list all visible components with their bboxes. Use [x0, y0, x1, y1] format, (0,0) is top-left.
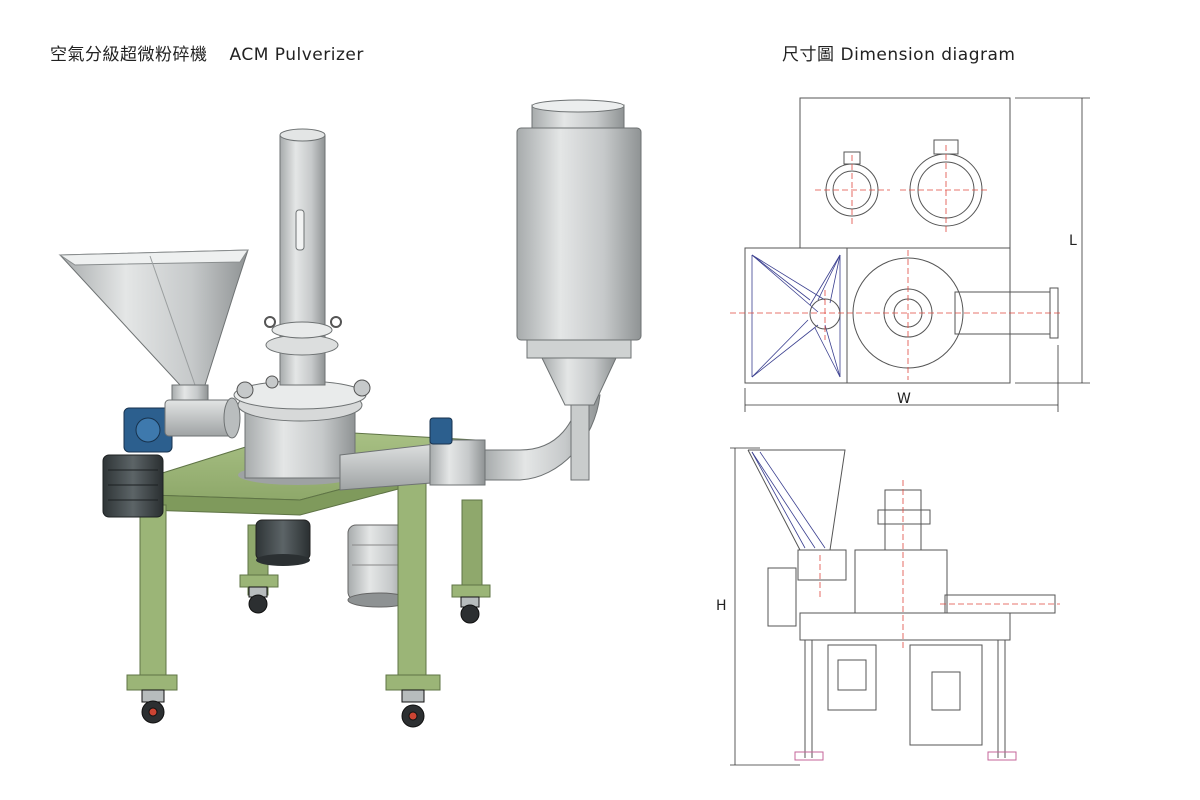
- bottom-motor-right: [347, 524, 411, 608]
- cyclone-collector: [516, 99, 642, 481]
- feeder-motor: [102, 407, 173, 518]
- side-view-motor-large: [909, 644, 983, 746]
- side-view-mill: [854, 549, 948, 614]
- side-view-centerlines: [819, 480, 1060, 650]
- side-view-drawing: [730, 447, 1060, 766]
- dimension-label-L: L: [1069, 233, 1077, 249]
- diagram-title-zh: 尺寸圖: [782, 45, 835, 65]
- dimension-label-W: W: [897, 391, 911, 407]
- frame-front-legs: [126, 469, 491, 691]
- product-title-zh: 空氣分級超微粉碎機: [50, 45, 208, 65]
- side-hopper-lines: [751, 451, 826, 549]
- side-view-caster-right: [987, 751, 1017, 761]
- feed-hopper: [58, 249, 249, 439]
- top-view-centerlines: [730, 145, 1060, 380]
- side-view-motor-small: [827, 644, 877, 711]
- dimension-lines-side: [730, 447, 800, 766]
- top-view-drawing: [730, 97, 1090, 412]
- product-title: 空氣分級超微粉碎機 ACM Pulverizer: [50, 40, 364, 65]
- dimension-label-H: H: [716, 598, 727, 614]
- side-view-table: [799, 612, 1011, 641]
- side-view-hopper: [747, 449, 846, 551]
- dimension-lines-top: [744, 97, 1090, 412]
- bottom-motor-left: [255, 519, 311, 566]
- classifier-column: [264, 128, 342, 386]
- top-view-hopper: [744, 247, 848, 384]
- caster-wheels: [141, 586, 480, 728]
- side-view-feeder-motor: [767, 567, 797, 627]
- machine-illustration: [58, 99, 642, 728]
- diagram-title-en: Dimension diagram: [840, 45, 1016, 65]
- outlet-duct: [339, 394, 601, 491]
- top-view-motor-plate: [799, 97, 1011, 249]
- hopper-pattern-lines: [751, 254, 841, 378]
- top-view-base: [744, 247, 1011, 384]
- product-title-en: ACM Pulverizer: [229, 45, 364, 65]
- mill-body: [233, 375, 371, 485]
- side-view-caster-left: [794, 751, 824, 761]
